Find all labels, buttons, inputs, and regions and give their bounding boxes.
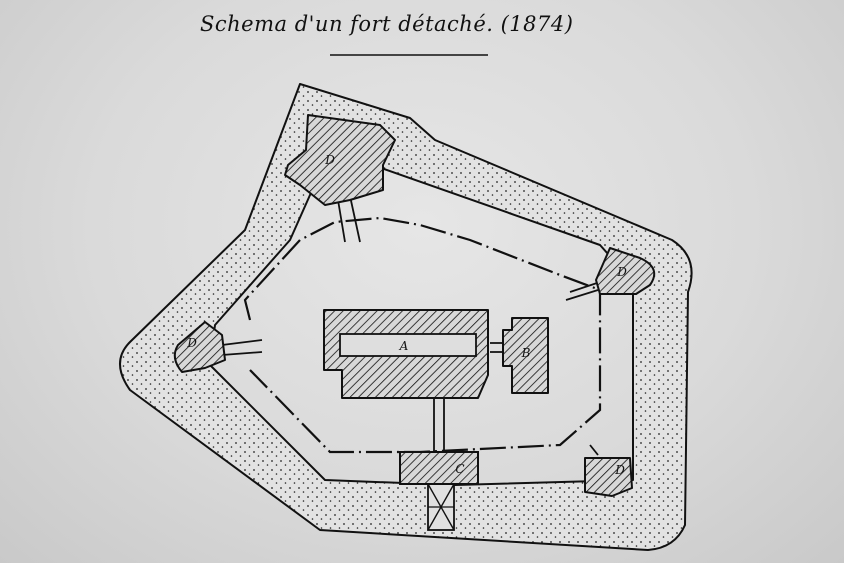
label-d-south: D (614, 463, 625, 477)
diagram-title: Schema d'un fort détaché. (1874) (200, 12, 574, 36)
caponier-d-west (173, 321, 226, 373)
passages (221, 195, 601, 456)
caponier-d-north (284, 114, 396, 206)
label-d-west: D (186, 336, 197, 350)
label-d-north: D (324, 153, 335, 167)
label-a: A (399, 339, 409, 353)
caponier-d-south (584, 457, 633, 497)
building-b (502, 317, 549, 394)
covered-way (243, 216, 602, 454)
label-d-east: D (616, 265, 627, 279)
label-c: C (455, 462, 464, 476)
building-c (399, 451, 479, 485)
label-b: B (521, 346, 531, 360)
building-a-courtyard (339, 333, 477, 357)
gate-passage (427, 483, 455, 531)
caponier-d-east (595, 247, 656, 295)
